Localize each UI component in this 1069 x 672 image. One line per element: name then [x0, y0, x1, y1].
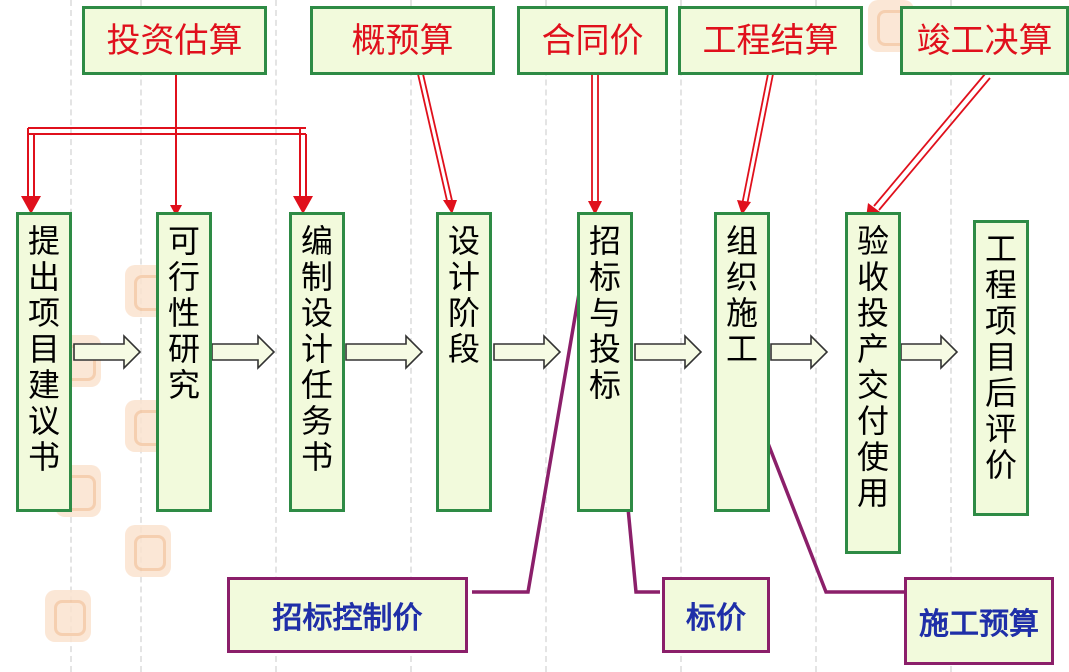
price-leader-line	[472, 275, 584, 594]
stage-design-phase: 设计阶段	[436, 212, 492, 512]
stage-label: 组织施工	[725, 222, 758, 368]
background-grid-line	[815, 0, 817, 672]
cost-arrow	[866, 73, 991, 218]
stage-acceptance-delivery: 验收投产交付使用	[845, 212, 901, 554]
stage-label: 编制设计任务书	[300, 222, 333, 476]
cost-box-settlement: 工程结算	[678, 6, 863, 75]
price-leader-line	[746, 391, 904, 594]
stage-label: 设计阶段	[447, 222, 480, 368]
background-grid-line	[545, 0, 547, 672]
background-grid-line	[140, 0, 142, 672]
background-grid-line	[950, 0, 952, 672]
stage-post-evaluation: 工程项目后评价	[973, 220, 1029, 516]
cost-box-investment-estimate: 投资估算	[82, 6, 267, 75]
decorative-seal-icon	[45, 590, 91, 642]
cost-box-contract-price: 合同价	[517, 6, 668, 75]
stage-label: 提出项目建议书	[27, 222, 60, 476]
cost-box-final-accounts: 竣工决算	[900, 6, 1069, 75]
price-box-construction-budget: 施工预算	[904, 577, 1054, 665]
stage-feasibility-study: 可行性研究	[156, 212, 212, 512]
background-grid-line	[680, 0, 682, 672]
stage-label: 工程项目后评价	[984, 230, 1017, 484]
cost-box-budget-estimate: 概预算	[310, 6, 495, 75]
flow-arrow	[73, 334, 959, 370]
background-grid-line	[275, 0, 277, 672]
stage-design-assignment: 编制设计任务书	[289, 212, 345, 512]
stage-project-proposal: 提出项目建议书	[16, 212, 72, 512]
stage-label: 验收投产交付使用	[856, 222, 889, 512]
price-box-tender-control: 招标控制价	[227, 577, 468, 653]
stage-bidding: 招标与投标	[577, 212, 633, 512]
price-box-bid-price: 标价	[662, 577, 770, 653]
stage-label: 可行性研究	[167, 222, 200, 404]
cost-arrow	[737, 73, 774, 215]
background-grid-line	[410, 0, 412, 672]
estimate-bracket-arrows	[21, 74, 313, 216]
stage-label: 招标与投标	[588, 222, 621, 404]
stage-construction: 组织施工	[714, 212, 770, 512]
cost-arrow	[417, 73, 457, 214]
decorative-seal-icon	[125, 525, 171, 577]
cost-arrow	[588, 74, 602, 215]
